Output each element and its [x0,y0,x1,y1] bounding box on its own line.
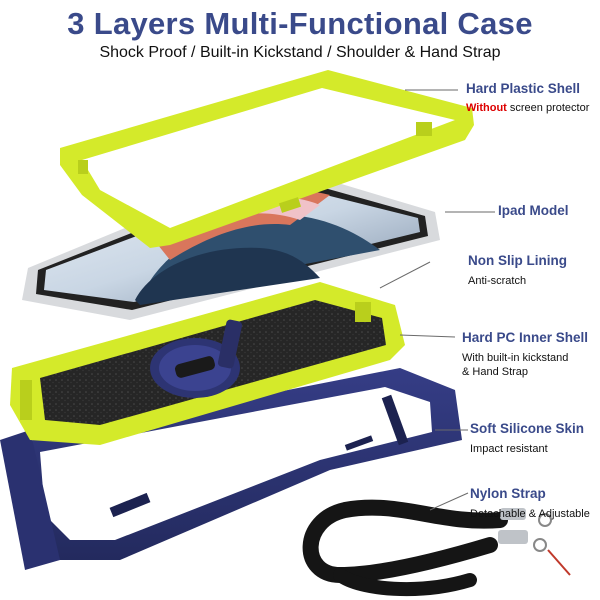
callout-non-slip-lining-title: Non Slip Lining [468,253,567,268]
callout-highlight-without: Without [466,102,507,114]
callout-ipad-model-title: Ipad Model [498,203,569,218]
page-title: 3 Layers Multi-Functional Case [67,6,533,41]
callout-silicone-skin-desc: Impact resistant [470,443,548,455]
callout-non-slip-lining-desc: Anti-scratch [468,275,527,287]
silicone-skin-layer [0,368,462,570]
inner-shell-layer [10,282,405,445]
plastic-shell-layer [60,70,474,248]
strap-clips [498,508,571,576]
callout-nylon-strap-desc: Detachable & Adjustable [470,508,590,520]
callout-desc-rest: screen protector [506,102,590,114]
page-subtitle: Shock Proof / Built-in Kickstand / Shoul… [99,44,501,61]
callout-inner-shell-title: Hard PC Inner Shell [462,330,589,345]
callout-inner-shell-desc-2: & Hand Strap [462,366,529,378]
callout-hard-plastic-shell-desc: Without screen protector [466,101,589,115]
callout-silicone-skin-title: Soft Silicone Skin [470,421,585,436]
callout-inner-shell-desc-1: With built-in kickstand [462,352,569,364]
callout-hard-plastic-shell-title: Hard Plastic Shell [466,81,581,96]
callout-leaders [379,89,495,511]
callout-nylon-strap-title: Nylon Strap [470,486,546,501]
nylon-strap [302,499,508,597]
